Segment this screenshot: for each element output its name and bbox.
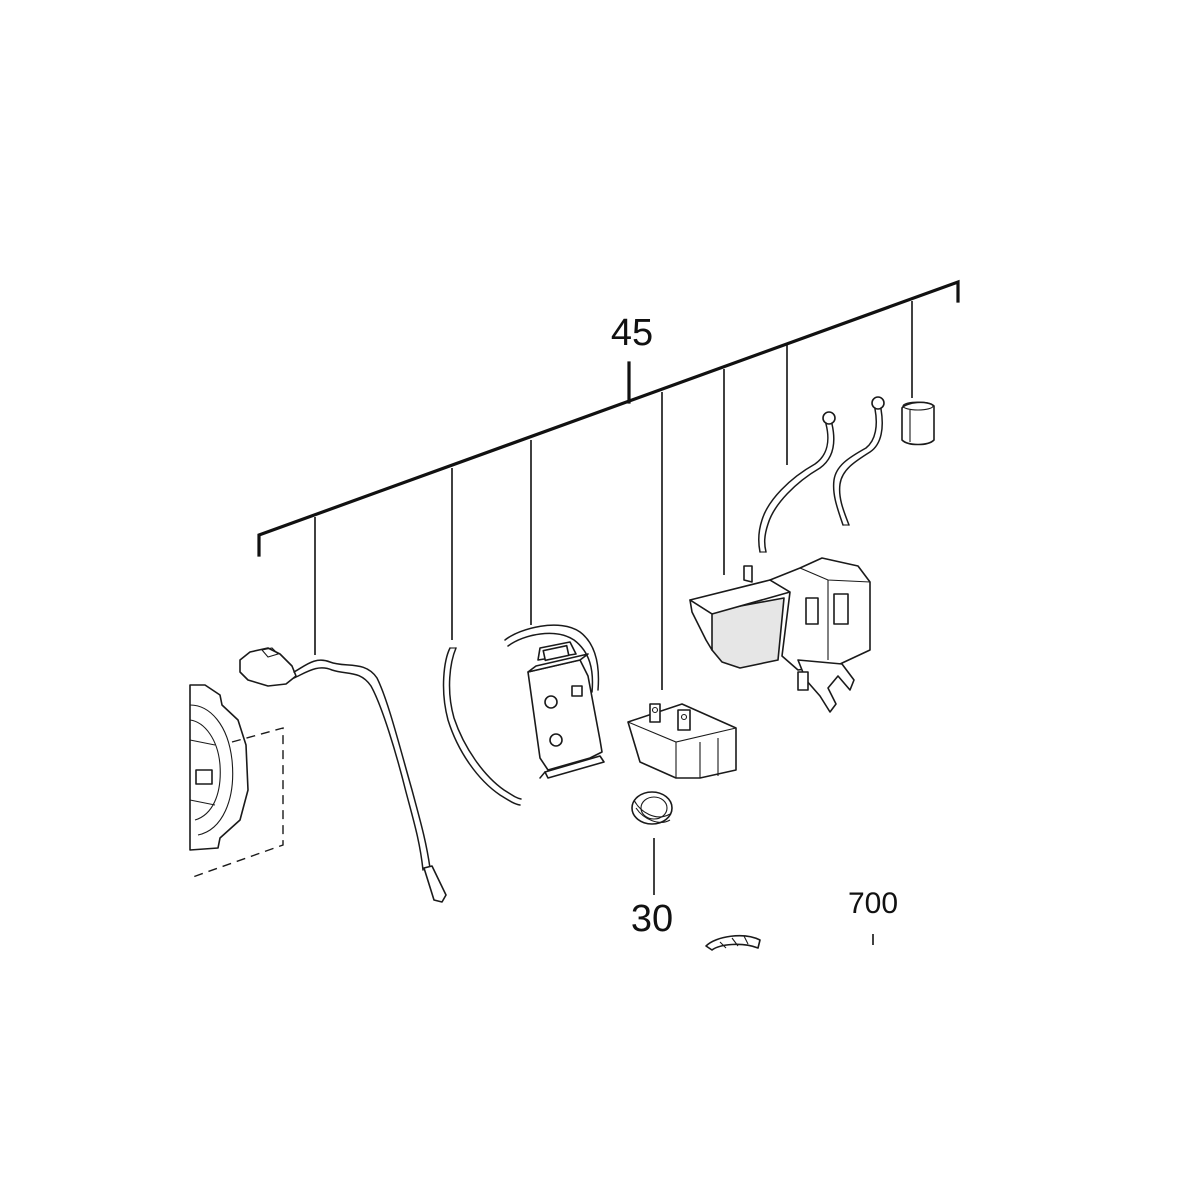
contact-cable <box>239 647 447 903</box>
wire-left <box>757 411 836 553</box>
callout-700: 700 <box>848 887 898 920</box>
motor-housing-fragment <box>189 684 284 879</box>
wire-right <box>832 396 885 526</box>
callout-30: 30 <box>631 898 673 940</box>
callout-45: 45 <box>611 312 653 354</box>
assembly-bracket <box>257 279 960 557</box>
leader-lines <box>314 301 913 945</box>
terminal-block <box>627 703 737 779</box>
switch <box>689 557 871 713</box>
sleeve <box>901 401 935 446</box>
wire-single <box>442 647 522 806</box>
spring-ring <box>631 791 673 825</box>
part-700-fragment <box>705 934 761 951</box>
electronic-module <box>504 624 605 779</box>
